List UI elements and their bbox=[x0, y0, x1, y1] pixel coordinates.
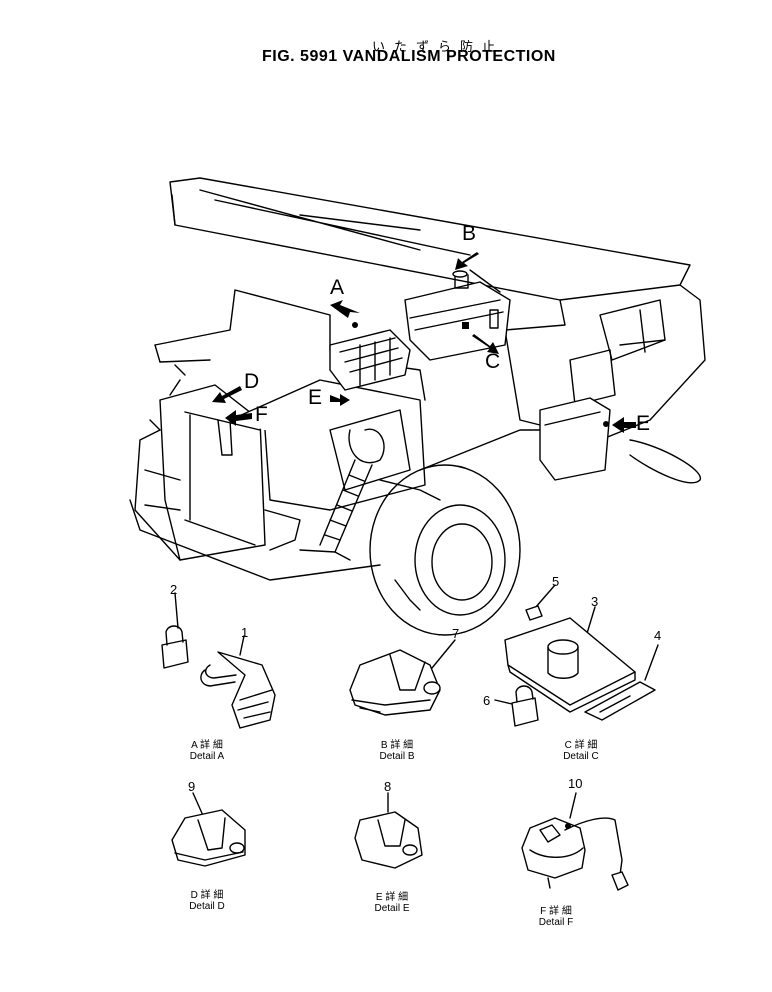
cap-guard-7 bbox=[349, 649, 441, 716]
arrow-e-right bbox=[612, 417, 636, 433]
cover-plate-3 bbox=[504, 617, 636, 706]
hydraulic-tank bbox=[539, 397, 611, 481]
caption-detail-d-en: Detail D bbox=[189, 901, 225, 912]
caption-detail-d-jp: D 詳 細 bbox=[190, 890, 224, 901]
detail-c-drawing bbox=[494, 584, 659, 727]
caption-detail-a: A 詳 細 Detail A bbox=[167, 740, 247, 762]
callout-arrows bbox=[212, 252, 636, 433]
caption-detail-c: C 詳 細 Detail C bbox=[541, 740, 621, 762]
arrow-c bbox=[472, 334, 499, 354]
callout-f: F bbox=[255, 403, 268, 426]
caption-detail-e: E 詳 細 Detail E bbox=[352, 892, 432, 914]
detail-d-drawing bbox=[171, 792, 246, 867]
caption-detail-f: F 詳 細 Detail F bbox=[516, 906, 596, 928]
part-number-4: 4 bbox=[654, 628, 662, 643]
callout-b: B bbox=[462, 222, 477, 245]
hood-and-fender bbox=[149, 289, 331, 431]
caption-detail-f-en: Detail F bbox=[538, 917, 574, 928]
arrow-d bbox=[212, 386, 242, 403]
detail-f-drawing bbox=[521, 792, 629, 891]
locking-cap-10 bbox=[521, 817, 586, 879]
part-number-9: 9 bbox=[188, 779, 196, 794]
callout-e-right: E bbox=[636, 412, 651, 435]
caption-detail-a-jp: A 詳 細 bbox=[191, 740, 223, 751]
caption-detail-a-en: Detail A bbox=[189, 751, 225, 762]
part-number-3: 3 bbox=[591, 594, 599, 609]
part-number-7: 7 bbox=[452, 626, 460, 641]
padlock-6 bbox=[511, 697, 539, 727]
radiator-grill bbox=[134, 384, 266, 561]
figure-title: FIG. 5991 VANDALISM PROTECTION bbox=[262, 48, 556, 65]
part-number-10: 10 bbox=[568, 776, 583, 791]
arrow-a bbox=[330, 300, 360, 318]
caption-detail-c-jp: C 詳 細 bbox=[564, 740, 598, 751]
caption-detail-b-en: Detail B bbox=[379, 751, 415, 762]
part-number-2: 2 bbox=[170, 582, 178, 597]
engine-compartment bbox=[229, 359, 426, 551]
part-number-1: 1 bbox=[241, 625, 249, 640]
nut-5 bbox=[525, 605, 543, 621]
caption-detail-d: D 詳 細 Detail D bbox=[167, 890, 247, 912]
rear-wheel bbox=[629, 439, 701, 484]
part-number-5: 5 bbox=[552, 574, 560, 589]
callout-c: C bbox=[485, 350, 501, 373]
ladder bbox=[299, 459, 373, 561]
part-number-8: 8 bbox=[384, 779, 392, 794]
front-wheel bbox=[369, 464, 521, 636]
title-japanese: いたずら防止 bbox=[372, 39, 505, 54]
cap-guard-8 bbox=[354, 811, 423, 869]
fuel-tank bbox=[404, 269, 511, 361]
detail-a-drawing bbox=[161, 592, 276, 729]
detail-b-drawing bbox=[349, 639, 456, 716]
arrow-e-left bbox=[330, 394, 350, 406]
caption-detail-f-jp: F 詳 細 bbox=[540, 906, 572, 917]
padlock-2 bbox=[161, 639, 189, 669]
arrow-f bbox=[225, 410, 252, 426]
caption-detail-b: B 詳 細 Detail B bbox=[357, 740, 437, 762]
callout-e-left: E bbox=[308, 386, 323, 409]
cap-guard-9 bbox=[171, 809, 246, 867]
detail-e-drawing bbox=[354, 792, 423, 869]
caption-detail-c-en: Detail C bbox=[563, 751, 599, 762]
part-number-6: 6 bbox=[483, 693, 491, 708]
caption-detail-e-jp: E 詳 細 bbox=[375, 892, 409, 903]
battery-box bbox=[329, 322, 411, 391]
hasp-plate-1 bbox=[217, 651, 276, 729]
caption-detail-e-en: Detail E bbox=[374, 903, 410, 914]
caption-detail-b-jp: B 詳 細 bbox=[380, 740, 414, 751]
callout-d: D bbox=[244, 370, 260, 393]
arrow-b bbox=[455, 252, 479, 270]
callout-a: A bbox=[330, 276, 345, 299]
